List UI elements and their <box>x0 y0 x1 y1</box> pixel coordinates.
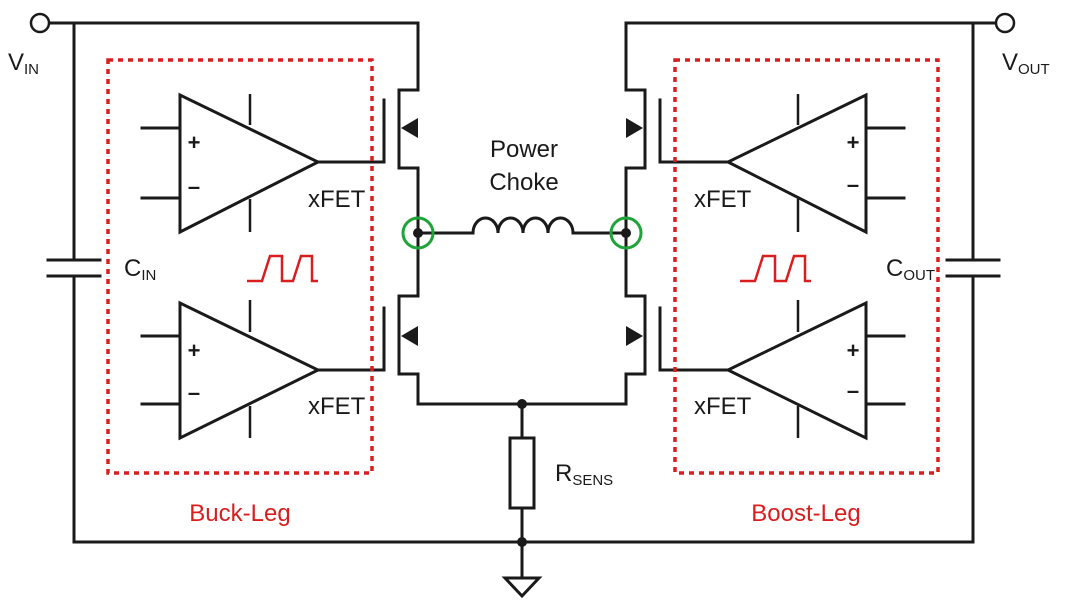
vout-terminal-icon <box>994 12 1016 34</box>
boost-leg-label: Boost-Leg <box>751 500 860 527</box>
boost-bottom-amplifier-icon <box>724 300 906 441</box>
boost-pwm-square-pulse-icon <box>740 254 811 283</box>
boost-bottom-fet-label: xFET <box>694 393 752 420</box>
choke-label-line2: Choke <box>489 169 558 196</box>
cout-label: COUT <box>886 255 935 284</box>
buck-top-fet-label: xFET <box>308 186 366 213</box>
boost-switch-node-marker <box>609 216 643 250</box>
cin-label: CIN <box>124 255 156 284</box>
cout-capacitor-icon <box>945 258 1001 278</box>
buck-top-amplifier-icon <box>140 92 322 235</box>
buck-bottom-amplifier-icon <box>140 300 322 441</box>
power-choke-icon <box>471 216 575 235</box>
buck-top-minus-sign: – <box>188 174 200 199</box>
rsens-label: RSENS <box>555 460 613 489</box>
boost-top-amplifier-icon <box>724 92 906 235</box>
buck-leg-label: Buck-Leg <box>189 500 290 527</box>
buck-pwm-square-pulse-icon <box>247 254 318 283</box>
boost-bottom-plus-sign: + <box>847 338 860 363</box>
buck-top-plus-sign: + <box>188 130 201 155</box>
boost-top-fet-label: xFET <box>694 186 752 213</box>
rsens-resistor-icon <box>508 436 536 510</box>
boost-leg-box <box>673 58 940 475</box>
vin-label: VIN <box>8 49 39 78</box>
boost-bottom-minus-sign: – <box>847 378 859 403</box>
ground-icon <box>501 576 543 599</box>
buck-bottom-fet-label: xFET <box>308 393 366 420</box>
buck-bottom-plus-sign: + <box>188 338 201 363</box>
choke-label-line1: Power <box>490 136 558 163</box>
boost-high-side-mosfet-icon <box>624 88 662 170</box>
cin-capacitor-icon <box>46 258 102 278</box>
boost-low-side-mosfet-icon <box>624 294 662 376</box>
buck-switch-node-marker <box>401 216 435 250</box>
vout-label: VOUT <box>1002 49 1050 78</box>
buck-high-side-mosfet-icon <box>382 88 420 170</box>
junction-dots <box>413 228 631 547</box>
boost-top-plus-sign: + <box>847 130 860 155</box>
buck-leg-box <box>106 58 374 475</box>
boost-top-minus-sign: – <box>847 172 859 197</box>
vin-terminal-icon <box>29 12 51 34</box>
buck-bottom-minus-sign: – <box>188 380 200 405</box>
buck-low-side-mosfet-icon <box>382 294 420 376</box>
